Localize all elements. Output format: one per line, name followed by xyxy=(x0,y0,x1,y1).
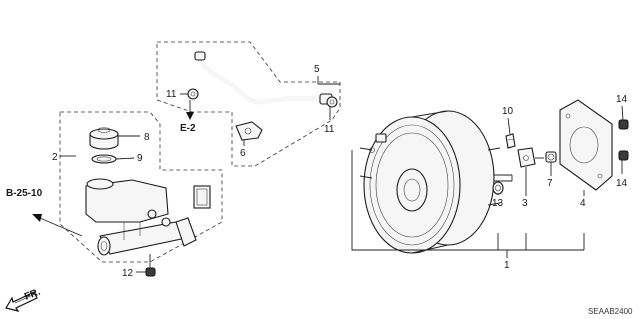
callout-7: 7 xyxy=(547,178,553,189)
part-11-clamp-left[interactable] xyxy=(187,88,199,100)
callout-13: 13 xyxy=(492,198,504,209)
part-6-hose-clip[interactable] xyxy=(235,121,263,141)
catalog-code: SEAAB2400 xyxy=(588,307,633,316)
callout-11-right: 11 xyxy=(324,124,335,135)
front-marker-label: FR. xyxy=(23,286,42,302)
part-2-master-cylinder[interactable] xyxy=(85,178,197,256)
callout-5: 5 xyxy=(314,64,320,75)
front-direction-arrow-icon xyxy=(5,291,38,312)
master-cylinder-group-boundary xyxy=(59,111,223,263)
master-cylinder-label-plate xyxy=(193,185,211,209)
callout-10: 10 xyxy=(502,106,514,117)
callout-2: 2 xyxy=(52,152,58,163)
reference-b2510: B-25-10 xyxy=(6,188,43,199)
callout-9: 9 xyxy=(137,153,143,164)
part-7-pin[interactable] xyxy=(545,151,557,163)
callout-8: 8 xyxy=(144,132,150,143)
part-8-reservoir-cap[interactable] xyxy=(89,127,119,150)
callout-6: 6 xyxy=(240,148,246,159)
leader-lines xyxy=(39,76,624,273)
callout-14-upper: 14 xyxy=(616,94,628,105)
part-3-clevis[interactable] xyxy=(517,147,544,168)
callout-4: 4 xyxy=(580,198,586,209)
part-5-vacuum-hose[interactable] xyxy=(194,51,333,105)
callout-3: 3 xyxy=(522,198,528,209)
callout-11-left: 11 xyxy=(166,89,177,100)
brake-booster[interactable] xyxy=(359,110,513,254)
part-9-seal[interactable] xyxy=(91,154,117,164)
b2510-arrow-icon xyxy=(32,214,42,222)
callout-12: 12 xyxy=(122,268,134,279)
part-14-nut-lower[interactable] xyxy=(618,150,629,161)
part-13-nut[interactable] xyxy=(492,181,504,195)
e2-arrow-icon xyxy=(186,112,194,120)
part-10-clip[interactable] xyxy=(505,133,516,149)
part-14-nut-upper[interactable] xyxy=(618,119,629,130)
part-11-clamp-right[interactable] xyxy=(326,96,338,108)
part-4-gasket[interactable] xyxy=(559,99,613,191)
part-12-nut[interactable] xyxy=(145,267,156,277)
hose-group-boundary xyxy=(156,41,341,167)
callout-1: 1 xyxy=(504,260,510,271)
reference-e2: E-2 xyxy=(180,123,196,134)
callout-14-lower: 14 xyxy=(616,178,628,189)
